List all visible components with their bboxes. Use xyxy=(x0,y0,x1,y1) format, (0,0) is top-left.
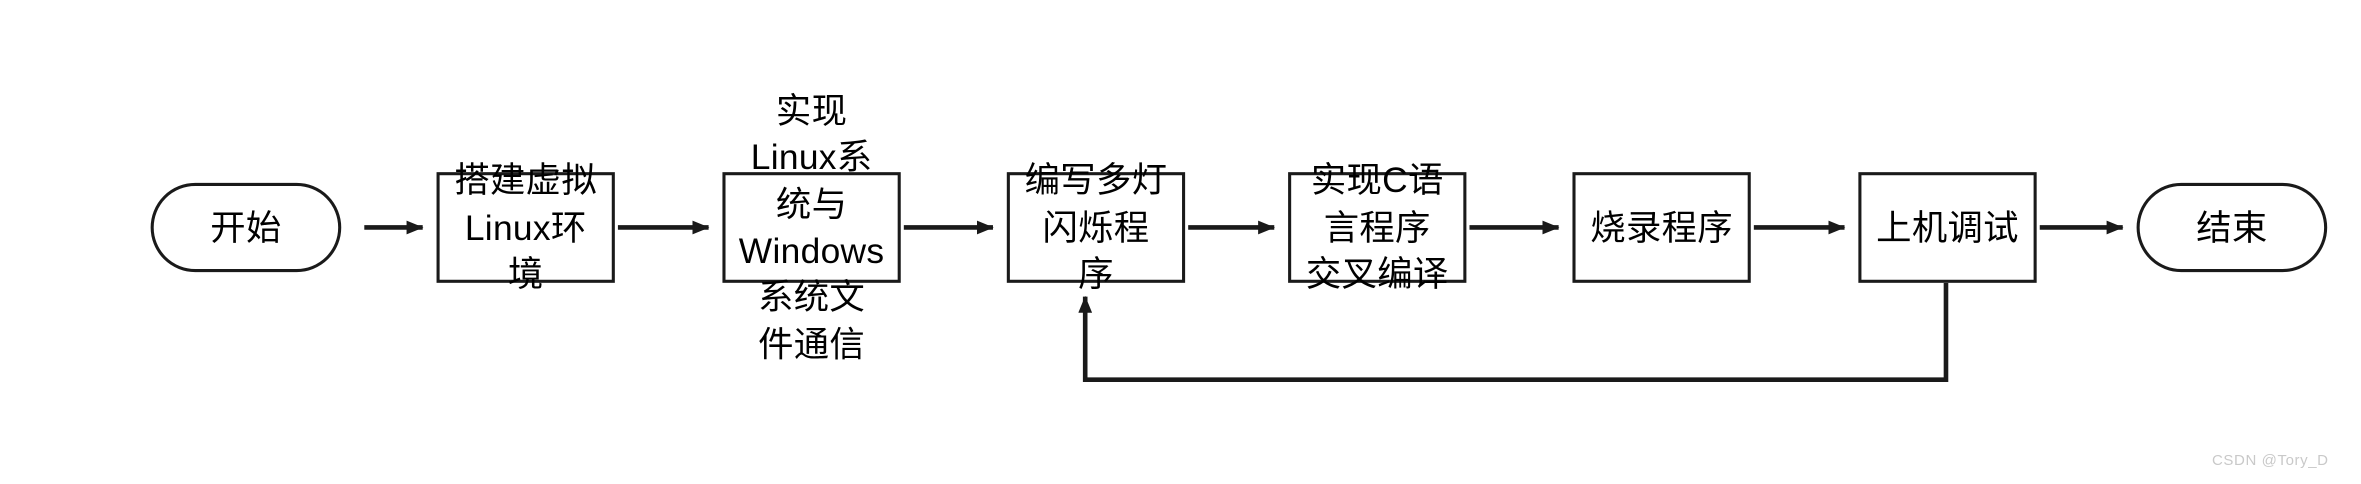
node-on-device-debug[interactable]: 上机调试 xyxy=(1858,172,2037,283)
node-c-cross-compile[interactable]: 实现C语言程序 交叉编译 xyxy=(1288,161,1467,294)
watermark: CSDN @Tory_D xyxy=(2212,452,2329,469)
edge-debug-to-blink-feedback xyxy=(1078,282,1949,382)
node-end-label: 结束 xyxy=(2196,207,2268,248)
node-build-virtual-linux-env[interactable]: 搭建虚拟Linux环 境 xyxy=(436,161,615,294)
node-start[interactable]: 开始 xyxy=(150,182,342,273)
node-start-label: 开始 xyxy=(210,207,282,248)
node-on-device-debug-label: 上机调试 xyxy=(1876,207,2019,248)
node-write-blink-program[interactable]: 编写多灯闪烁程 序 xyxy=(1006,161,1186,294)
node-end[interactable]: 结束 xyxy=(2136,182,2328,273)
node-flash-program-label: 烧录程序 xyxy=(1590,207,1733,248)
node-linux-windows-file-comm-label: 实现Linux系统与 Windows系统文 件通信 xyxy=(738,90,885,364)
node-linux-windows-file-comm[interactable]: 实现Linux系统与 Windows系统文 件通信 xyxy=(722,91,901,364)
node-build-virtual-linux-env-label: 搭建虚拟Linux环 境 xyxy=(454,160,598,294)
node-flash-program[interactable]: 烧录程序 xyxy=(1572,172,1751,283)
node-c-cross-compile-label: 实现C语言程序 交叉编译 xyxy=(1305,160,1449,294)
node-write-blink-program-label: 编写多灯闪烁程 序 xyxy=(1024,160,1168,294)
